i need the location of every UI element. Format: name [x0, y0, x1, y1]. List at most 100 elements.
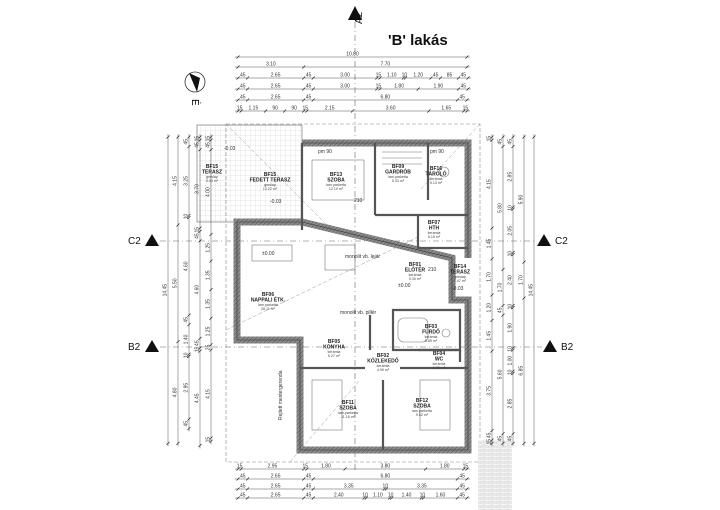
room-area: 5.33 m² [392, 179, 405, 183]
dimension-tick [301, 477, 306, 481]
dimension-tick [389, 496, 394, 500]
dimension-value: 15 [376, 84, 382, 90]
dimension-tick [511, 303, 515, 308]
dimension-tick [301, 496, 306, 500]
dimension-tick [490, 226, 494, 230]
dimension-value: 4.15 [173, 176, 179, 186]
dimension-value: 1.45 [487, 238, 493, 248]
dimension-tick [511, 432, 515, 436]
dimension-value: 15 [195, 347, 201, 353]
dimension-tick [166, 135, 170, 139]
dimension-tick [490, 441, 494, 446]
dimension-tick [187, 426, 191, 431]
dimension-tick [456, 87, 461, 91]
dimension-tick [209, 343, 213, 347]
room-name: KÖZLEKEDŐ [367, 358, 399, 365]
dimension-value: 45 [306, 474, 312, 480]
dimension-tick [209, 232, 213, 237]
note-rejtett-mestergerenda: Rejtett mestergerenda [278, 370, 284, 420]
dimension-value: 10 [184, 352, 190, 358]
dimension-tick [429, 76, 433, 80]
room-name: NAPPALI ÉTK. [251, 296, 286, 304]
dimension-value: 15 [487, 136, 493, 142]
dimension-tick [511, 207, 515, 211]
dimension-tick [382, 487, 387, 491]
room-code: BF06 [262, 292, 274, 298]
dimension-tick [375, 87, 379, 91]
dimension-value: 1.70 [498, 282, 504, 292]
room-code: BF07 [428, 220, 440, 226]
room-area: 5.27 m² [328, 354, 341, 358]
dimension-tick [305, 467, 309, 471]
dimension-value: 15 [195, 136, 201, 142]
dimension-value: 25 [206, 344, 212, 350]
dimension-value: 6.80 [380, 95, 390, 101]
dimension-value: 1.20 [413, 73, 423, 79]
dimension-tick [522, 296, 526, 300]
dimension-tick [465, 65, 469, 69]
dimension-tick [466, 87, 470, 91]
section-marker-b2-left: B2 [128, 340, 159, 353]
svg-text:B2: B2 [128, 342, 141, 353]
room-name: TÁROLÓ [425, 170, 446, 178]
dimension-tick [501, 267, 505, 272]
dimension-tick [176, 339, 180, 344]
dimension-tick [511, 348, 515, 352]
dimension-value: 45 [195, 142, 201, 148]
room-material: lam.parketta [412, 409, 432, 413]
dimension-value: 15 [303, 464, 309, 470]
dimension-tick [511, 250, 515, 255]
north-label: É [189, 99, 202, 106]
dimension-value: 2.85 [508, 172, 514, 182]
dimension-value: 45 [240, 73, 246, 79]
dimension-tick [239, 467, 243, 471]
dimension-value: 6.80 [380, 474, 390, 480]
dimension-value: 1.70 [487, 272, 493, 282]
dimension-value: 1.00 [508, 356, 514, 366]
dimension-value: 15 [206, 437, 212, 443]
room-code: BF04 [433, 351, 445, 357]
room-code: BF03 [425, 324, 437, 330]
dimension-tick [198, 147, 202, 152]
dimension-tick [419, 496, 424, 500]
dimension-tick [421, 496, 426, 500]
dimension-tick [263, 109, 268, 113]
dimension-value: 4.60 [184, 261, 190, 271]
dimension-value: 45 [240, 484, 246, 490]
note-monolit-piller: monolit vb. pillér [340, 310, 376, 316]
svg-text:B2: B2 [561, 342, 574, 353]
room-name: SZOBA [327, 178, 345, 184]
dimension-tick [301, 65, 306, 69]
dimension-value: 1.65 [441, 106, 451, 112]
dimension-value: 45 [240, 493, 246, 499]
dimension-value: 2.85 [508, 399, 514, 409]
dimension-tick [198, 135, 202, 139]
dimension-tick [236, 487, 240, 491]
terrace-paving [196, 124, 303, 223]
dimension-tick [511, 371, 515, 376]
room-material: greslap [206, 175, 218, 179]
dimension-value: 45 [240, 84, 246, 90]
room-name: KONYHA [323, 345, 345, 351]
dimension-tick [532, 135, 536, 139]
dimension-tick [465, 467, 469, 471]
dimension-tick [462, 467, 466, 471]
dimension-tick [176, 441, 180, 446]
dimension-tick [236, 55, 240, 59]
dimension-value: 4.15 [206, 389, 212, 399]
dimension-tick [455, 487, 460, 491]
svg-text:A2: A2 [354, 11, 365, 24]
dimension-tick [311, 98, 316, 102]
dimension-tick [239, 109, 243, 113]
dimension-tick [501, 441, 505, 446]
dimension-value: 2.65 [271, 474, 281, 480]
dimension-value: 2.65 [271, 484, 281, 490]
dimension-tick [401, 76, 406, 80]
dimension-value: 10 [508, 251, 514, 257]
